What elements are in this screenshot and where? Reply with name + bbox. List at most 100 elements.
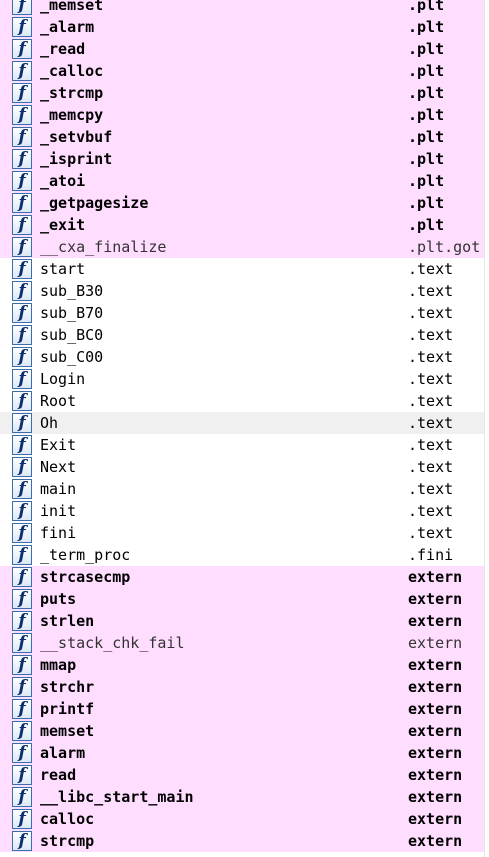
function-icon: f [12, 391, 32, 411]
function-icon-glyph: f [18, 632, 26, 653]
function-name: alarm [40, 744, 86, 762]
function-segment: .fini [408, 546, 454, 564]
function-segment: .plt [408, 150, 445, 168]
function-icon: f [12, 787, 32, 807]
function-icon: f [12, 281, 32, 301]
function-icon-glyph: f [18, 434, 26, 455]
function-name: printf [40, 700, 95, 718]
function-icon: f [12, 39, 32, 59]
function-icon-glyph: f [18, 742, 26, 763]
function-row[interactable]: f_memset.plt [0, 0, 484, 16]
function-icon-glyph: f [18, 390, 26, 411]
function-icon-glyph: f [18, 192, 26, 213]
function-segment: extern [408, 766, 463, 784]
function-icon-glyph: f [18, 236, 26, 257]
function-icon: f [12, 809, 32, 829]
function-name: __stack_chk_fail [40, 634, 185, 652]
function-name: sub_C00 [40, 348, 104, 366]
function-segment: .text [408, 282, 454, 300]
function-icon: f [12, 677, 32, 697]
function-icon-glyph: f [18, 214, 26, 235]
function-icon: f [12, 413, 32, 433]
function-row[interactable]: f_read.plt [0, 38, 484, 60]
function-name: Root [40, 392, 77, 410]
function-name: __libc_start_main [40, 788, 194, 806]
function-icon-glyph: f [18, 566, 26, 587]
function-row[interactable]: f_term_proc.fini [0, 544, 484, 566]
function-icon-glyph: f [18, 654, 26, 675]
function-segment: .text [408, 304, 454, 322]
function-icon: f [12, 545, 32, 565]
function-row[interactable]: f_setvbuf.plt [0, 126, 484, 148]
function-segment: .plt [408, 216, 445, 234]
function-icon-glyph: f [18, 412, 26, 433]
function-icon-glyph: f [18, 368, 26, 389]
function-icon: f [12, 721, 32, 741]
function-icon-glyph: f [18, 126, 26, 147]
function-row[interactable]: f_atoi.plt [0, 170, 484, 192]
function-segment: extern [408, 700, 463, 718]
function-row[interactable]: f_memcpy.plt [0, 104, 484, 126]
function-icon: f [12, 589, 32, 609]
function-segment: extern [408, 568, 463, 586]
function-icon-glyph: f [18, 16, 26, 37]
function-segment: .text [408, 392, 454, 410]
function-name: Login [40, 370, 86, 388]
function-row[interactable]: f_alarm.plt [0, 16, 484, 38]
function-row[interactable]: f Root .text [0, 390, 484, 412]
function-icon-glyph: f [18, 324, 26, 345]
function-icon-glyph: f [18, 500, 26, 521]
function-icon: f [12, 831, 32, 851]
function-row[interactable]: f_isprint.plt [0, 148, 484, 170]
function-row[interactable]: f_strcmp.plt [0, 82, 484, 104]
function-segment: .text [408, 260, 454, 278]
function-icon: f [12, 83, 32, 103]
function-row[interactable]: f sub_BC0 .text [0, 324, 484, 346]
function-name: strcmp [40, 832, 95, 850]
function-name: sub_BC0 [40, 326, 104, 344]
function-row[interactable]: f_getpagesize.plt [0, 192, 484, 214]
function-segment: extern [408, 810, 463, 828]
function-segment: .text [408, 326, 454, 344]
function-name: _getpagesize [40, 194, 149, 212]
function-name: mmap [40, 656, 77, 674]
function-segment: extern [408, 590, 463, 608]
function-row[interactable]: f Login .text [0, 368, 484, 390]
function-row[interactable]: f__cxa_finalize.plt.got [0, 236, 484, 258]
function-name: _setvbuf [40, 128, 113, 146]
function-name: _strcmp [40, 84, 104, 102]
function-icon-glyph: f [18, 676, 26, 697]
function-row[interactable]: f_calloc.plt [0, 60, 484, 82]
function-segment: extern [408, 678, 463, 696]
function-row[interactable]: f_exit.plt [0, 214, 484, 236]
function-name: _memcpy [40, 106, 104, 124]
function-name: _read [40, 40, 86, 58]
function-name: _atoi [40, 172, 86, 190]
function-segment: .plt.got [408, 238, 481, 256]
function-segment: .text [408, 370, 454, 388]
